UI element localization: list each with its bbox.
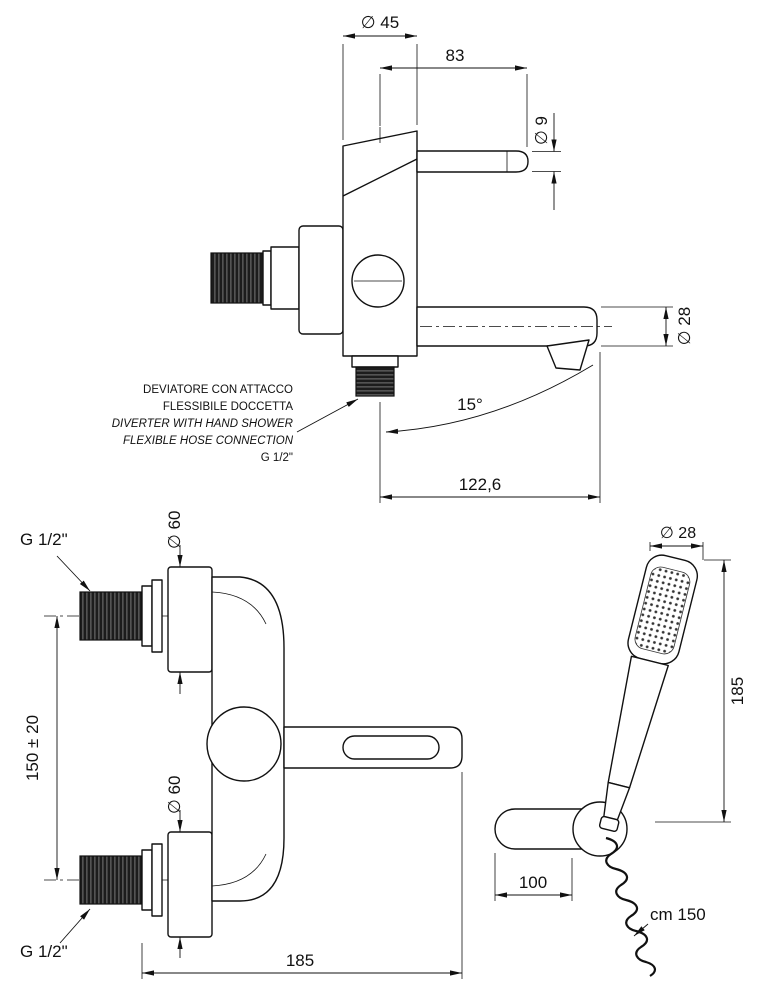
angle-label-15deg: 15° bbox=[457, 395, 483, 414]
wall-washer-side bbox=[262, 250, 272, 306]
top-thread bbox=[79, 591, 143, 641]
shower-handle bbox=[607, 655, 669, 789]
dim-label-g12-bottom: G 1/2" bbox=[20, 942, 68, 961]
dim-label-150: 150 ± 20 bbox=[23, 715, 42, 781]
shower-spray-face bbox=[634, 566, 691, 655]
dim-label-dia60-top: ∅ 60 bbox=[165, 511, 184, 549]
dim-label-dia45: ∅ 45 bbox=[361, 13, 399, 32]
diverter-note: DEVIATORE CON ATTACCO FLESSIBILE DOCCETT… bbox=[112, 384, 359, 464]
wall-thread-side bbox=[210, 252, 264, 304]
top-washer-1 bbox=[141, 585, 153, 647]
diverter-outlet-thread bbox=[355, 366, 395, 397]
dim-label-dia60-bottom: ∅ 60 bbox=[165, 776, 184, 814]
shower-hose bbox=[605, 836, 656, 977]
g12-bottom-leader bbox=[59, 908, 91, 944]
dim-label-185-shower: 185 bbox=[728, 677, 747, 705]
bottom-washer-2 bbox=[151, 843, 163, 917]
note-leader-line bbox=[296, 398, 359, 433]
diverter-outlet-collar bbox=[351, 355, 399, 368]
lever-pivot-cap bbox=[206, 706, 282, 782]
body-joint-line bbox=[342, 158, 418, 197]
spout-slot bbox=[342, 735, 440, 760]
aerator-tip bbox=[546, 339, 590, 371]
bottom-thread bbox=[79, 855, 143, 905]
hose-leader-line bbox=[633, 923, 649, 937]
note-line-5: G 1/2" bbox=[261, 452, 293, 464]
wall-collar-side bbox=[270, 246, 300, 310]
dim-label-dia9: ∅ 9 bbox=[532, 116, 551, 145]
dim-label-185-front: 185 bbox=[286, 951, 314, 970]
body-detail-arc-bottom bbox=[211, 853, 267, 887]
dim-label-83: 83 bbox=[446, 46, 465, 65]
top-escutcheon bbox=[167, 566, 213, 673]
dim-label-g12-top: G 1/2" bbox=[20, 530, 68, 549]
bottom-washer-1 bbox=[141, 849, 153, 911]
hand-shower-view: ∅ 28 185 100 cm 150 bbox=[494, 525, 747, 977]
top-washer-2 bbox=[151, 579, 163, 653]
note-line-2: FLESSIBILE DOCCETTA bbox=[163, 401, 293, 413]
hand-shower-body bbox=[598, 554, 699, 832]
bottom-escutcheon bbox=[167, 831, 213, 938]
body-detail-arc-top bbox=[211, 591, 267, 625]
g12-top-leader bbox=[56, 555, 91, 592]
shower-grip bbox=[603, 781, 631, 821]
angle-arc-15deg bbox=[385, 364, 594, 434]
dim-label-dia28-head: ∅ 28 bbox=[660, 525, 696, 542]
dim-label-100: 100 bbox=[519, 873, 547, 892]
side-view: ∅ 45 83 ∅ 9 ∅ 28 15° 122,6 DEVIATORE CON… bbox=[112, 13, 694, 503]
dim-label-dia28-spout: ∅ 28 bbox=[675, 307, 694, 345]
wall-escutcheon-side bbox=[298, 225, 344, 335]
note-line-3: DIVERTER WITH HAND SHOWER bbox=[112, 418, 293, 430]
dim-label-122-6: 122,6 bbox=[459, 475, 502, 494]
shower-hose-nut bbox=[598, 815, 620, 832]
lever-handle bbox=[416, 150, 529, 173]
note-line-4: FLEXIBLE HOSE CONNECTION bbox=[123, 435, 294, 447]
front-view: G 1/2" ∅ 60 150 ± 20 ∅ 60 G 1/2" 185 bbox=[20, 511, 463, 979]
note-line-1: DEVIATORE CON ATTACCO bbox=[143, 384, 293, 396]
dim-label-hose-length: cm 150 bbox=[650, 905, 706, 924]
